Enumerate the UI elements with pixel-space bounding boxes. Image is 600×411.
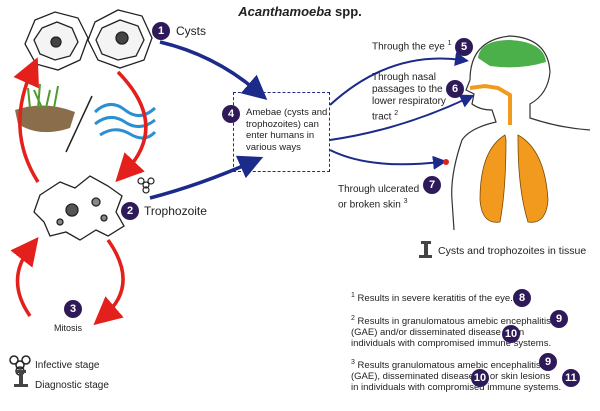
human-figure [451, 35, 591, 231]
title-genus: Acanthamoeba [238, 4, 332, 19]
trophozoite-illustration [33, 175, 125, 241]
skin-lesion-dot [443, 159, 449, 165]
step-label-cysts: Cysts [176, 24, 206, 38]
brain-shape [478, 40, 546, 68]
step-badge-5: 5 [455, 38, 473, 56]
step-label-eye: Through the eye 1 [372, 38, 452, 53]
cycle-arrow-mitosis-to-troph [10, 236, 39, 317]
skin-sup: 3 [403, 198, 408, 205]
cyst-illustration [24, 9, 153, 71]
arrow-cysts-to-box [159, 40, 268, 100]
divider-slash [65, 95, 93, 153]
note-2-badge-b: 10 [502, 325, 520, 343]
nasal-text: Through nasal passages to the lower resp… [372, 72, 446, 123]
title-suffix: spp. [335, 4, 362, 19]
note-1-badge: 8 [513, 289, 531, 307]
note-2-text-c: in [516, 327, 525, 339]
note-3-badge-a: 9 [539, 353, 557, 371]
arrow-box-to-nose [329, 94, 475, 141]
note-3: 3 Results granulomatous amebic encephali… [351, 357, 591, 393]
note-2-text-d: individuals with compromised immune syst… [351, 338, 552, 350]
arrow-box-to-eye [329, 52, 469, 106]
eye-sup: 1 [447, 40, 452, 47]
step-label-skin: Through ulcerated or broken skin 3 [338, 184, 424, 211]
note-3-text-d: in individuals with compromised immune s… [351, 382, 562, 394]
step-label-trophozoite: Trophozoite [144, 204, 207, 218]
microscope-icon [14, 370, 28, 387]
soil-illustration [15, 83, 75, 133]
arrow-box-to-skin [329, 149, 447, 170]
skin-text: Through ulcerated or broken skin [338, 184, 420, 211]
note-3-text-c: or skin lesions [489, 371, 551, 383]
note-2-badge-a: 9 [550, 310, 568, 328]
note-2-text-b: (GAE) and/or disseminated disease [351, 327, 501, 339]
arrow-troph-to-box [149, 155, 264, 200]
step-badge-1: 1 [152, 22, 170, 40]
step-badge-4: 4 [222, 105, 240, 123]
step-label-entry: Amebae (cysts and trophozoites) can ente… [246, 107, 328, 153]
note-2-sup: 2 [351, 315, 355, 322]
cycle-arrow-troph-to-cyst [13, 57, 40, 183]
step-label-nasal: Through nasal passages to the lower resp… [372, 72, 467, 123]
nasal-sup: 2 [394, 110, 399, 117]
tissue-label: Cysts and trophozoites in tissue [438, 245, 587, 257]
legend-diagnostic: Diagnostic stage [35, 380, 109, 391]
entry-box: 4 Amebae (cysts and trophozoites) can en… [222, 92, 330, 172]
lungs-shape [479, 134, 549, 223]
eye-text: Through the eye [372, 41, 445, 53]
cycle-arrow-cyst-to-troph [115, 70, 148, 183]
note-2-text-a: Results in granulomatous amebic encephal… [357, 316, 551, 328]
diagram-title: Acanthamoeba spp. [0, 4, 600, 19]
note-1: 1 Results in severe keratitis of the eye… [351, 290, 513, 304]
note-3-sup: 3 [351, 359, 355, 366]
microscope-icon-tissue [419, 241, 432, 258]
note-3-badge-b: 10 [471, 369, 489, 387]
airway-shape [469, 83, 512, 125]
step-badge-2: 2 [121, 202, 139, 220]
legend-infective: Infective stage [35, 360, 100, 371]
step-badge-7: 7 [423, 176, 441, 194]
note-1-text: Results in severe keratitis of the eye. [357, 293, 513, 305]
note-3-badge-c: 11 [562, 369, 580, 387]
note-2: 2 Results in granulomatous amebic enceph… [351, 313, 581, 349]
step-badge-3: 3 [64, 300, 82, 318]
cycle-arrow-troph-to-mitosis [93, 238, 125, 326]
biohazard-icon-trophozoite [137, 177, 155, 194]
note-3-text-a: Results granulomatous amebic encephaliti… [357, 360, 541, 372]
note-1-sup: 1 [351, 292, 355, 299]
step-badge-6: 6 [446, 80, 464, 98]
note-3-text-b: (GAE), disseminated disease [351, 371, 475, 383]
step-label-mitosis: Mitosis [54, 323, 83, 333]
